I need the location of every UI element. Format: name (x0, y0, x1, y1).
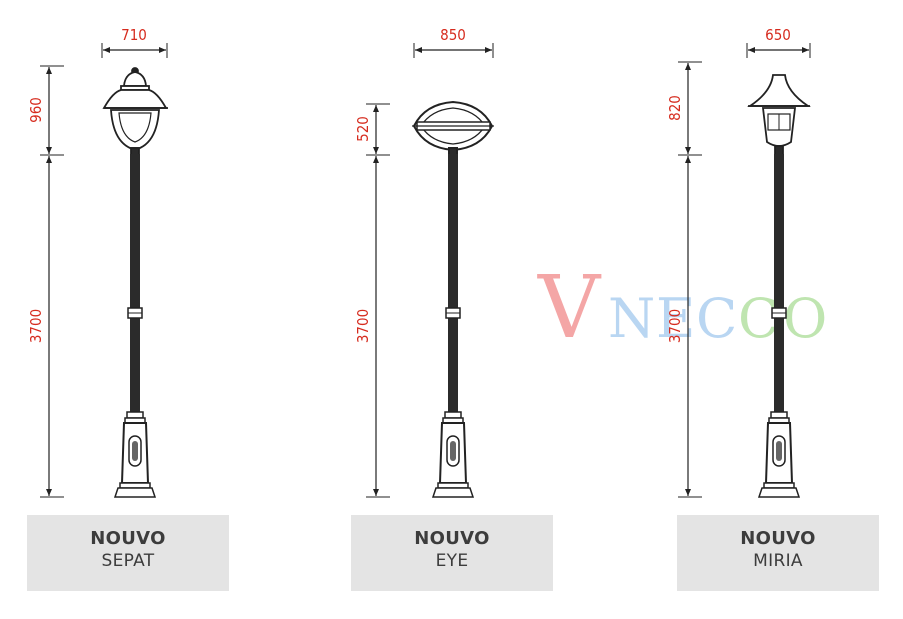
height-dimension-miria: 820 3700 (666, 61, 702, 498)
pole-height-value-sepat: 3700 (27, 309, 45, 343)
width-value-sepat: 710 (121, 26, 147, 44)
head-height-value-eye: 520 (354, 116, 372, 142)
width-dimension-sepat: 710 (101, 26, 168, 58)
pole-sepat (114, 153, 156, 498)
brand-label: NOUVO (90, 528, 166, 549)
model-label: MIRIA (753, 551, 803, 571)
lamp-miria: 650 820 3700 (666, 26, 811, 498)
width-dimension-eye: 850 (413, 26, 494, 58)
width-value-miria: 650 (765, 26, 791, 44)
caption-sepat: NOUVO SEPAT (27, 515, 229, 591)
head-height-value-sepat: 960 (27, 97, 45, 123)
caption-eye: NOUVO EYE (351, 515, 553, 591)
lantern-head-sepat (102, 67, 168, 157)
lantern-head-eye (412, 100, 494, 157)
watermark-letter-c1: C (696, 287, 737, 350)
caption-miria: NOUVO MIRIA (677, 515, 879, 591)
watermark-letter-n: N (608, 287, 655, 350)
pole-height-value-miria: 3700 (666, 309, 684, 343)
model-label: EYE (435, 551, 469, 571)
brand-label: NOUVO (740, 528, 816, 549)
watermark-letter-v: V (537, 258, 602, 358)
width-value-eye: 850 (440, 26, 466, 44)
head-height-value-miria: 820 (666, 95, 684, 121)
watermark: V N E C C O (537, 258, 827, 358)
width-dimension-miria: 650 (746, 26, 811, 58)
watermark-letter-o: O (783, 287, 827, 350)
brand-label: NOUVO (414, 528, 490, 549)
pole-height-value-eye: 3700 (354, 309, 372, 343)
lamp-eye: 850 520 3700 (354, 26, 494, 498)
height-dimension-sepat: 960 3700 (27, 65, 64, 498)
lamp-sepat: 710 960 3700 (27, 26, 168, 498)
height-dimension-eye: 520 3700 (354, 103, 390, 498)
lantern-head-miria (747, 74, 811, 157)
pole-eye (432, 153, 474, 498)
model-label: SEPAT (101, 551, 155, 571)
